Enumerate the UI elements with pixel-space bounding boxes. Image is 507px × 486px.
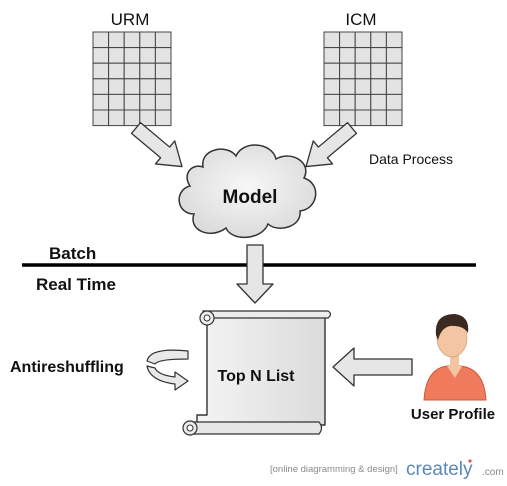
icm-matrix-cell (385, 93, 403, 111)
data-process-label: Data Process (369, 151, 453, 167)
antireshuffling-loop-arrow (146, 349, 189, 391)
urm-matrix-cell (139, 47, 156, 64)
icm-matrix-cell (385, 47, 403, 64)
urm-matrix-cell (123, 78, 141, 95)
urm-matrix-cell (123, 31, 141, 49)
creately-watermark: [online diagramming & design] creately .… (270, 459, 504, 480)
urm-matrix-cell (123, 93, 141, 111)
icm-label: ICM (345, 10, 376, 29)
icm-matrix-cell (385, 109, 403, 127)
user-profile-label: User Profile (411, 406, 495, 423)
icm-matrix-cell (370, 62, 387, 80)
watermark-suffix: .com (482, 467, 504, 478)
icm-matrix-cell (354, 93, 372, 111)
urm-matrix-cell (108, 47, 125, 64)
icm-matrix-cell (339, 62, 356, 80)
urm-matrix-cell (139, 78, 156, 95)
icm-matrix-cell (354, 109, 372, 127)
urm-matrix-cell (108, 62, 125, 80)
urm-matrix-cell (154, 78, 172, 95)
batch-label: Batch (49, 244, 96, 263)
urm-matrix-cell (154, 93, 172, 111)
icm-matrix-cell (323, 93, 341, 111)
icm-matrix-cell (385, 78, 403, 95)
arrow-icm-to-model (305, 121, 358, 168)
icm-matrix-cell (370, 93, 387, 111)
model-label: Model (223, 187, 278, 208)
urm-matrix (92, 31, 172, 127)
urm-matrix-cell (92, 62, 110, 80)
urm-matrix-cell (154, 109, 172, 127)
top-n-list-scroll: Top N List (182, 310, 332, 436)
watermark-tagline: [online diagramming & design] (270, 464, 398, 475)
urm-matrix-cell (108, 31, 125, 49)
icm-matrix-cell (385, 31, 403, 49)
icm-matrix-cell (354, 78, 372, 95)
urm-matrix-cell (108, 78, 125, 95)
icm-matrix-cell (323, 62, 341, 80)
icm-matrix-cell (354, 31, 372, 49)
real-time-label: Real Time (36, 275, 116, 294)
urm-matrix-cell (154, 62, 172, 80)
icm-matrix-cell (354, 62, 372, 80)
icm-matrix-cell (339, 78, 356, 95)
urm-matrix-cell (139, 31, 156, 49)
urm-matrix-cell (108, 93, 125, 111)
urm-matrix-cell (154, 47, 172, 64)
icm-matrix-cell (370, 78, 387, 95)
urm-matrix-cell (139, 93, 156, 111)
urm-matrix-cell (108, 109, 125, 127)
urm-matrix-cell (92, 109, 110, 127)
icm-matrix-cell (370, 31, 387, 49)
antireshuffling-label: Antireshuffling (10, 359, 124, 376)
urm-matrix-cell (92, 31, 110, 49)
model-cloud: Model (178, 144, 317, 238)
icm-matrix-cell (370, 109, 387, 127)
icm-matrix-cell (339, 93, 356, 111)
icm-matrix-cell (354, 47, 372, 64)
top-n-list-label: Top N List (217, 368, 295, 385)
urm-matrix-cell (123, 47, 141, 64)
icm-matrix-cell (339, 31, 356, 49)
urm-matrix-cell (92, 78, 110, 95)
icm-matrix-cell (323, 31, 341, 49)
icm-matrix-cell (323, 78, 341, 95)
arrow-model-to-list (236, 244, 274, 304)
icm-matrix-cell (339, 47, 356, 64)
urm-matrix-cell (123, 109, 141, 127)
urm-matrix-cell (92, 47, 110, 64)
arrow-urm-to-model (130, 121, 183, 168)
urm-label: URM (111, 10, 150, 29)
urm-matrix-cell (154, 31, 172, 49)
icm-matrix-cell (323, 47, 341, 64)
urm-matrix-cell (123, 62, 141, 80)
user-profile-person-icon (423, 314, 487, 401)
urm-matrix-cell (92, 93, 110, 111)
icm-matrix-cell (323, 109, 341, 127)
watermark-brand: creately (406, 459, 473, 480)
icm-matrix-cell (370, 47, 387, 64)
icm-matrix (323, 31, 403, 127)
icm-matrix-cell (385, 62, 403, 80)
arrow-user-to-list (332, 347, 413, 387)
urm-matrix-cell (139, 62, 156, 80)
